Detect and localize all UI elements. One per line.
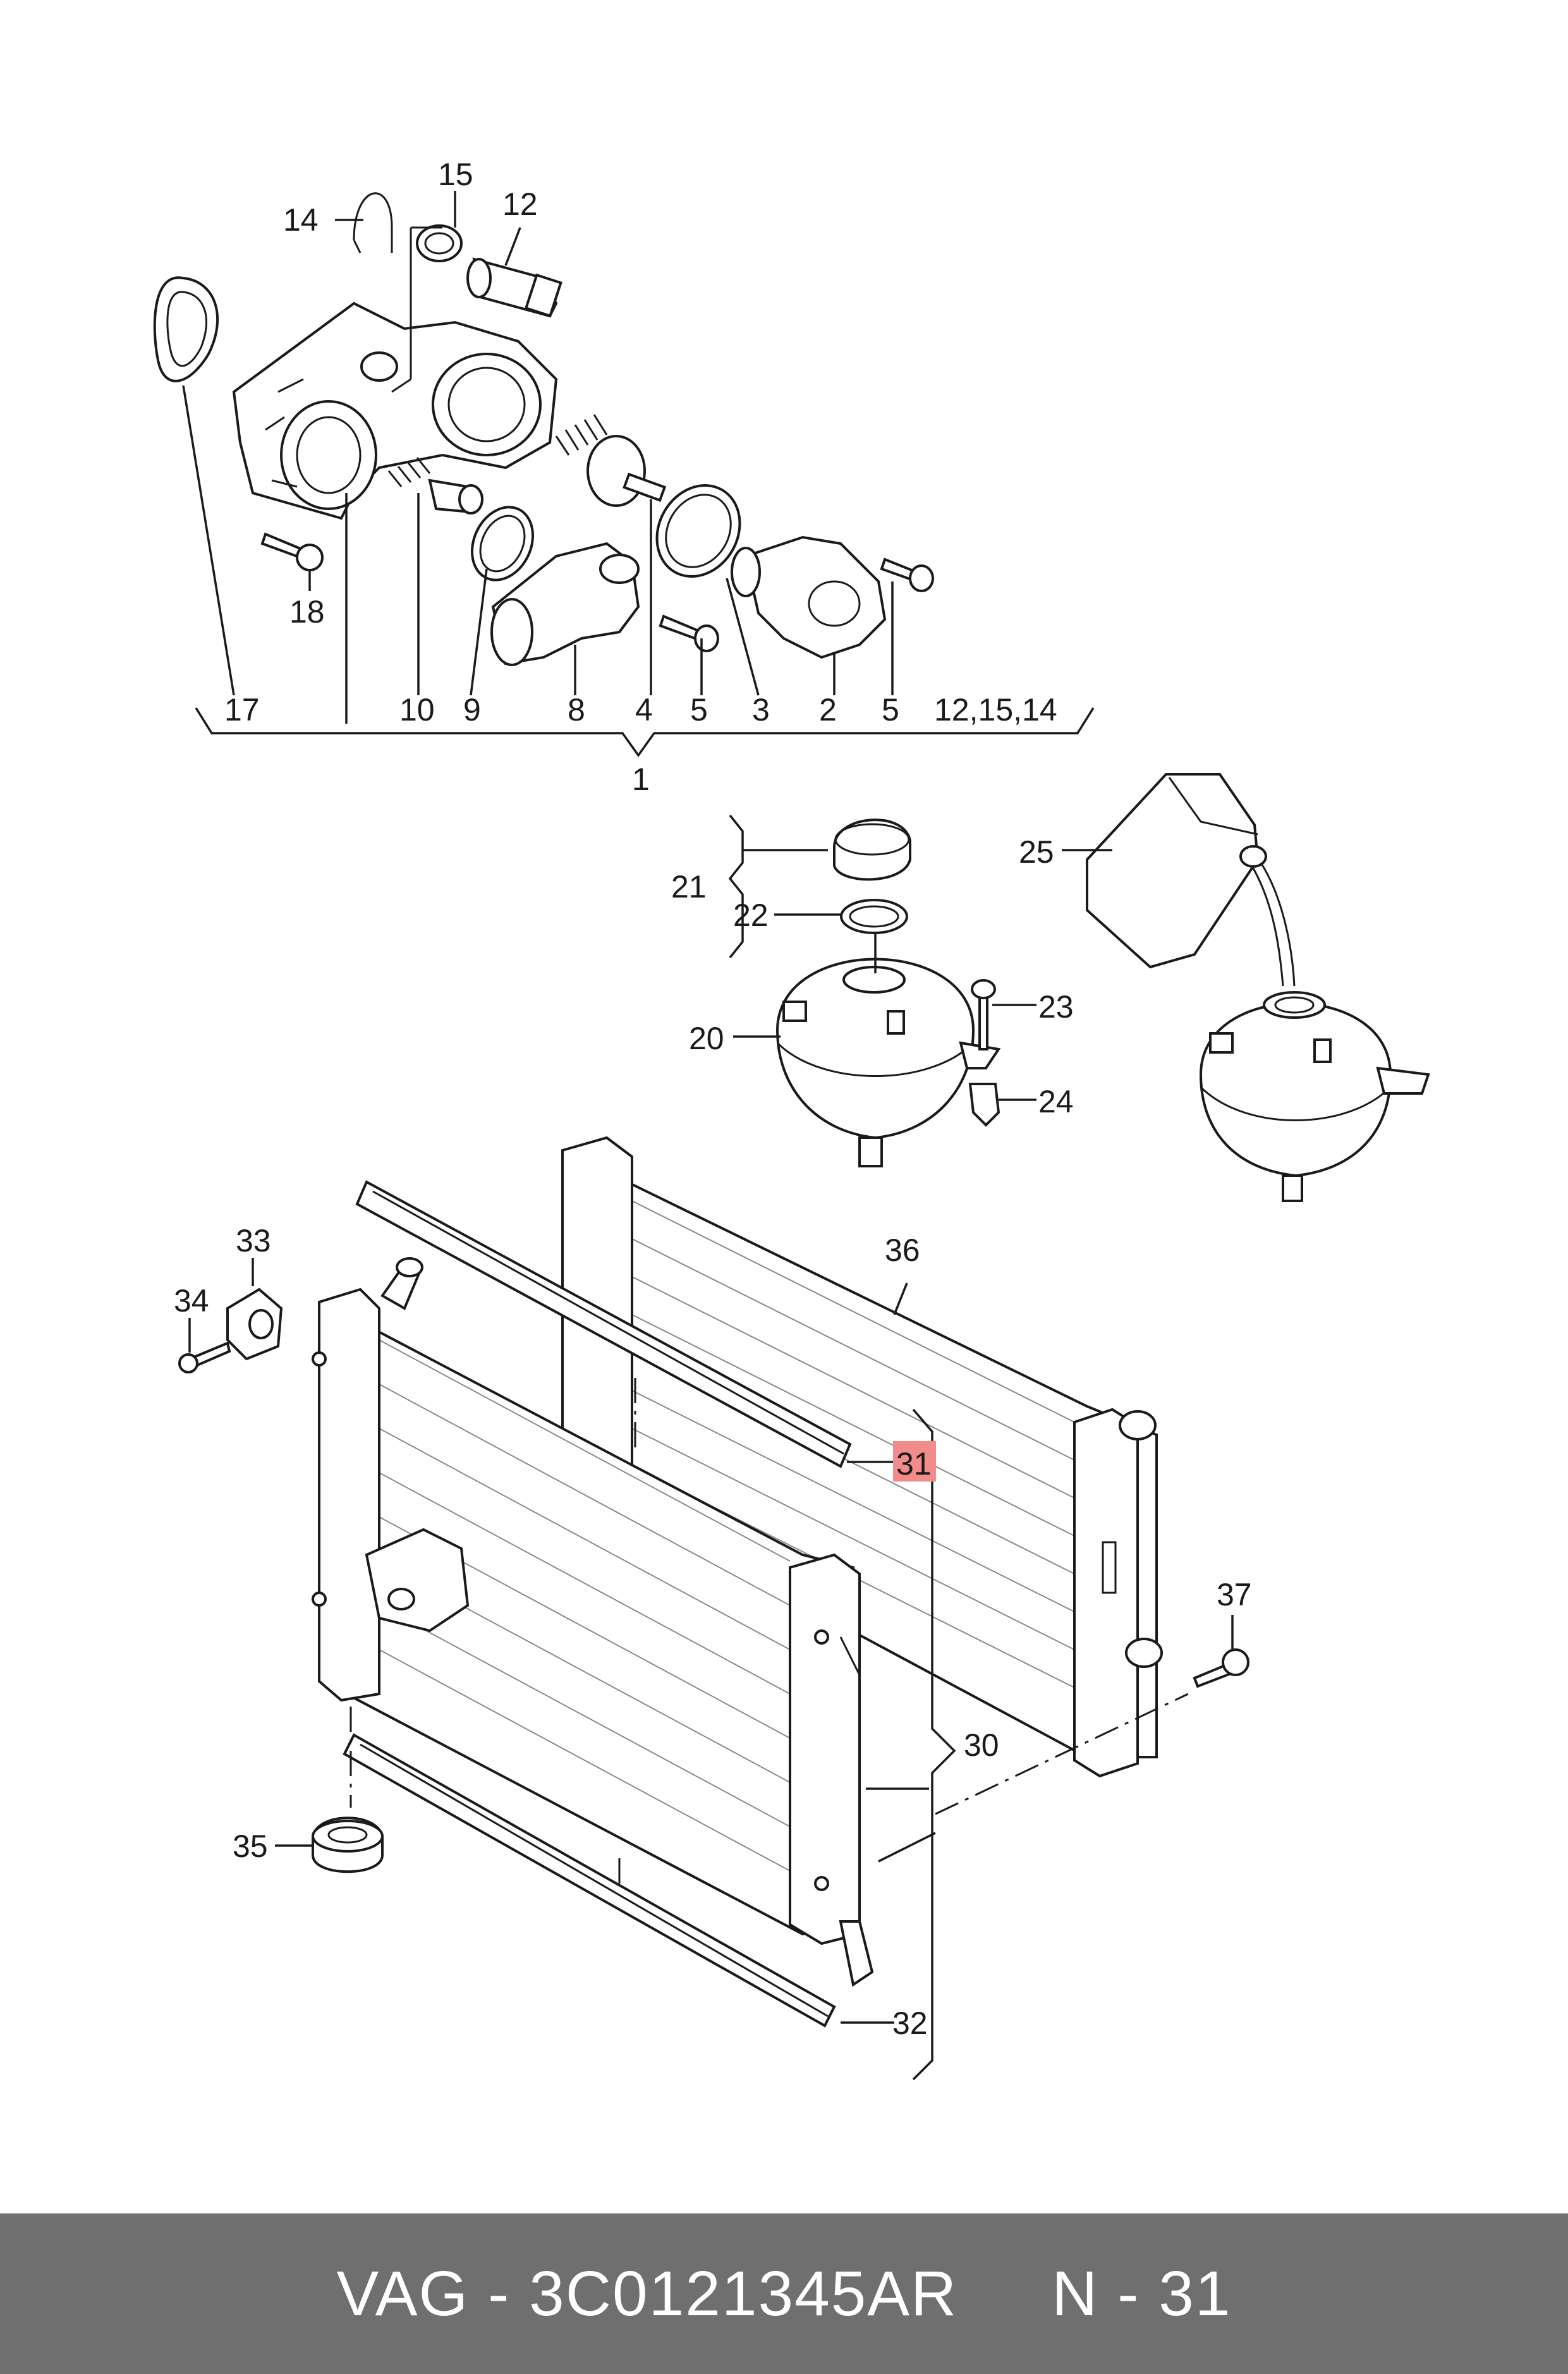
bolt-5-right [880, 557, 934, 592]
label-34: 34 [174, 1283, 209, 1318]
clip-nut-24 [968, 1083, 1000, 1127]
label-3: 3 [752, 692, 770, 727]
bolt-34 [178, 1341, 231, 1373]
label-24: 24 [1038, 1084, 1074, 1119]
label-group: 12,15,14 [934, 692, 1057, 727]
seal-strip-32 [343, 1733, 836, 2028]
label-10: 10 [399, 692, 435, 727]
expansion-tank-group [728, 814, 1036, 1167]
highlight-31 [893, 1441, 936, 1482]
label-9: 9 [463, 692, 481, 727]
bolt-18 [260, 532, 324, 571]
radiator-assembly [178, 1136, 1249, 2081]
label-37: 37 [1217, 1577, 1252, 1612]
bolt-23 [971, 979, 996, 1050]
tank-20 [775, 958, 975, 1140]
radiator-30 [312, 1257, 874, 1987]
clip-14 [353, 192, 393, 253]
thermostat-housing-group [153, 191, 1095, 758]
bottle-25 [1086, 773, 1260, 969]
label-1: 1 [632, 762, 650, 797]
label-14: 14 [283, 202, 319, 238]
label-17: 17 [224, 692, 260, 727]
cap-21 [833, 819, 911, 881]
bolt-37 [1193, 1648, 1249, 1688]
rubber-mount-35 [312, 1817, 384, 1873]
label-25: 25 [1019, 834, 1054, 870]
part-number-caption: VAG - 3C0121345AR N - 31 [336, 2258, 1232, 2329]
bolt-5-center [659, 614, 719, 652]
seal-22 [840, 899, 908, 934]
label-15: 15 [438, 157, 473, 192]
callout-labels: 14 15 12 18 17 10 9 8 4 5 3 2 5 12,15,14… [174, 157, 1252, 2041]
label-5a: 5 [690, 692, 708, 727]
label-5b: 5 [882, 692, 899, 727]
sensor-12 [466, 257, 562, 318]
label-4: 4 [635, 692, 653, 727]
label-18: 18 [289, 594, 325, 630]
label-20: 20 [689, 1021, 724, 1056]
label-12: 12 [502, 186, 538, 222]
thermostat-4 [555, 414, 667, 507]
label-36: 36 [885, 1233, 920, 1268]
label-2: 2 [819, 692, 837, 727]
label-33: 33 [236, 1223, 271, 1258]
label-23: 23 [1038, 989, 1074, 1025]
label-8: 8 [568, 692, 585, 727]
label-35: 35 [233, 1829, 268, 1864]
label-22: 22 [733, 898, 769, 933]
seal-strip-31 [355, 1180, 852, 1468]
elbow-8 [490, 542, 640, 666]
footer-bar: VAG - 3C0121345AR N - 31 [0, 2213, 1568, 2374]
label-21: 21 [671, 869, 707, 904]
oring-15 [416, 224, 463, 262]
parts-diagram: 14 15 12 18 17 10 9 8 4 5 3 2 5 12,15,14… [153, 157, 1430, 2081]
flange-2 [731, 535, 887, 659]
label-31: 31 [896, 1446, 932, 1482]
coolant-bottle-group [1062, 773, 1430, 1202]
valve-10 [387, 457, 483, 514]
label-30: 30 [964, 1727, 999, 1763]
label-32: 32 [892, 2006, 928, 2041]
